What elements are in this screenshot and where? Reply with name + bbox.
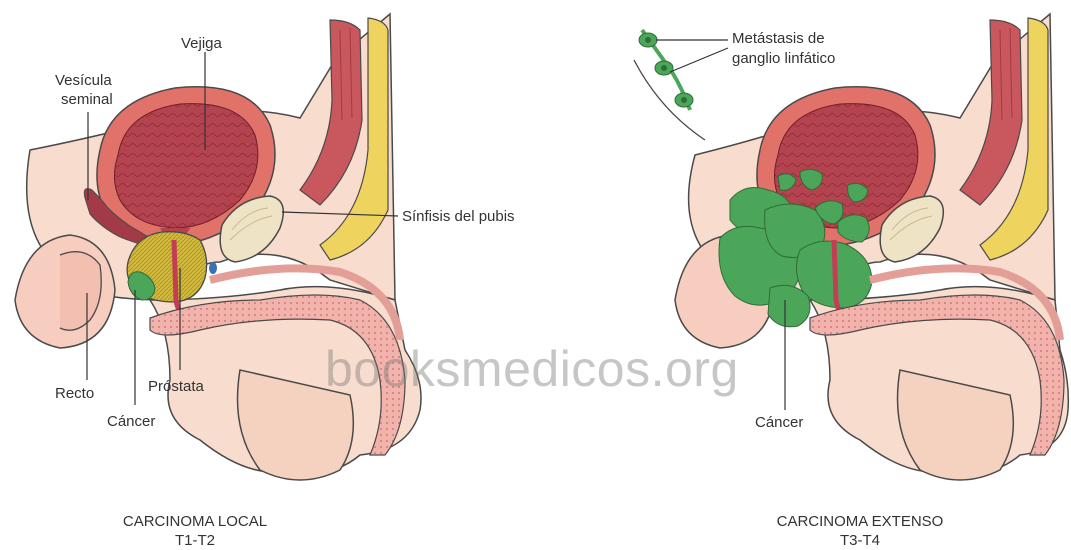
left-blue-vessel bbox=[209, 262, 217, 274]
label-seminal-vesicle-line2: seminal bbox=[61, 91, 113, 109]
caption-right: CARCINOMA EXTENSO T3-T4 bbox=[740, 512, 980, 550]
label-pubic-symphysis: Sínfisis del pubis bbox=[402, 208, 515, 226]
label-rectum: Recto bbox=[55, 385, 94, 403]
caption-left-title: CARCINOMA LOCAL bbox=[80, 512, 310, 531]
label-cancer-extensive: Cáncer bbox=[755, 414, 803, 432]
caption-right-stage: T3-T4 bbox=[740, 531, 980, 550]
label-cancer-local: Cáncer bbox=[107, 413, 155, 431]
label-bladder: Vejiga bbox=[181, 35, 222, 53]
label-prostate: Próstata bbox=[148, 378, 204, 396]
right-lymph-node-chain bbox=[639, 30, 693, 110]
watermark: booksmedicos.org bbox=[325, 340, 739, 398]
label-seminal-vesicle-line1: Vesícula bbox=[55, 72, 112, 90]
caption-right-title: CARCINOMA EXTENSO bbox=[740, 512, 980, 531]
caption-left-stage: T1-T2 bbox=[80, 531, 310, 550]
caption-left: CARCINOMA LOCAL T1-T2 bbox=[80, 512, 310, 550]
label-metastasis-line1: Metástasis de bbox=[732, 30, 825, 48]
right-anatomy bbox=[634, 14, 1068, 480]
label-metastasis-line2: ganglio linfático bbox=[732, 50, 835, 68]
